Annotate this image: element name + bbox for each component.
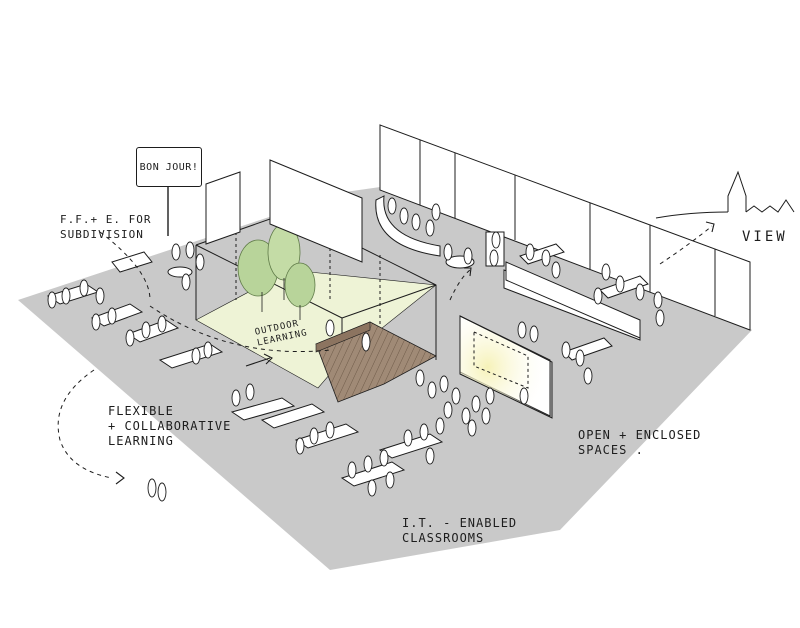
ffe-line-1: F.F.+ E. FOR [60,213,152,226]
open-line-1: OPEN + ENCLOSED [578,428,702,442]
skyline-sketch [655,170,795,219]
it-classrooms-label: I.T. - ENABLED CLASSROOMS [402,516,517,546]
ffe-line-2: SUBDIVISION [60,228,144,241]
open-line-2: SPACES . [578,443,644,457]
arrow-heads [115,221,715,485]
bonjour-sign: BON JOUR! [136,147,202,187]
it-line-2: CLASSROOMS [402,531,485,545]
people [47,197,665,502]
enclosed-room [459,261,641,419]
trees [237,223,316,320]
circulation-paths [57,225,713,479]
flexible-line-1: FLEXIBLE [108,404,174,418]
deck-step [315,321,371,353]
open-enclosed-label: OPEN + ENCLOSED SPACES . [578,428,701,458]
back-wall [379,124,751,331]
partition-walls [205,159,363,263]
view-label: VIEW [742,229,788,245]
flexible-line-3: LEARNING [108,434,174,448]
flexible-line-2: + COLLABORATIVE [108,419,232,433]
curved-bench [375,195,441,257]
it-line-1: I.T. - ENABLED [402,516,518,530]
sign-text: BON JOUR! [139,161,199,173]
flexible-learning-label: FLEXIBLE + COLLABORATIVE LEARNING [108,404,231,449]
ffe-label: F.F.+ E. FOR SUBDIVISION [60,212,151,242]
